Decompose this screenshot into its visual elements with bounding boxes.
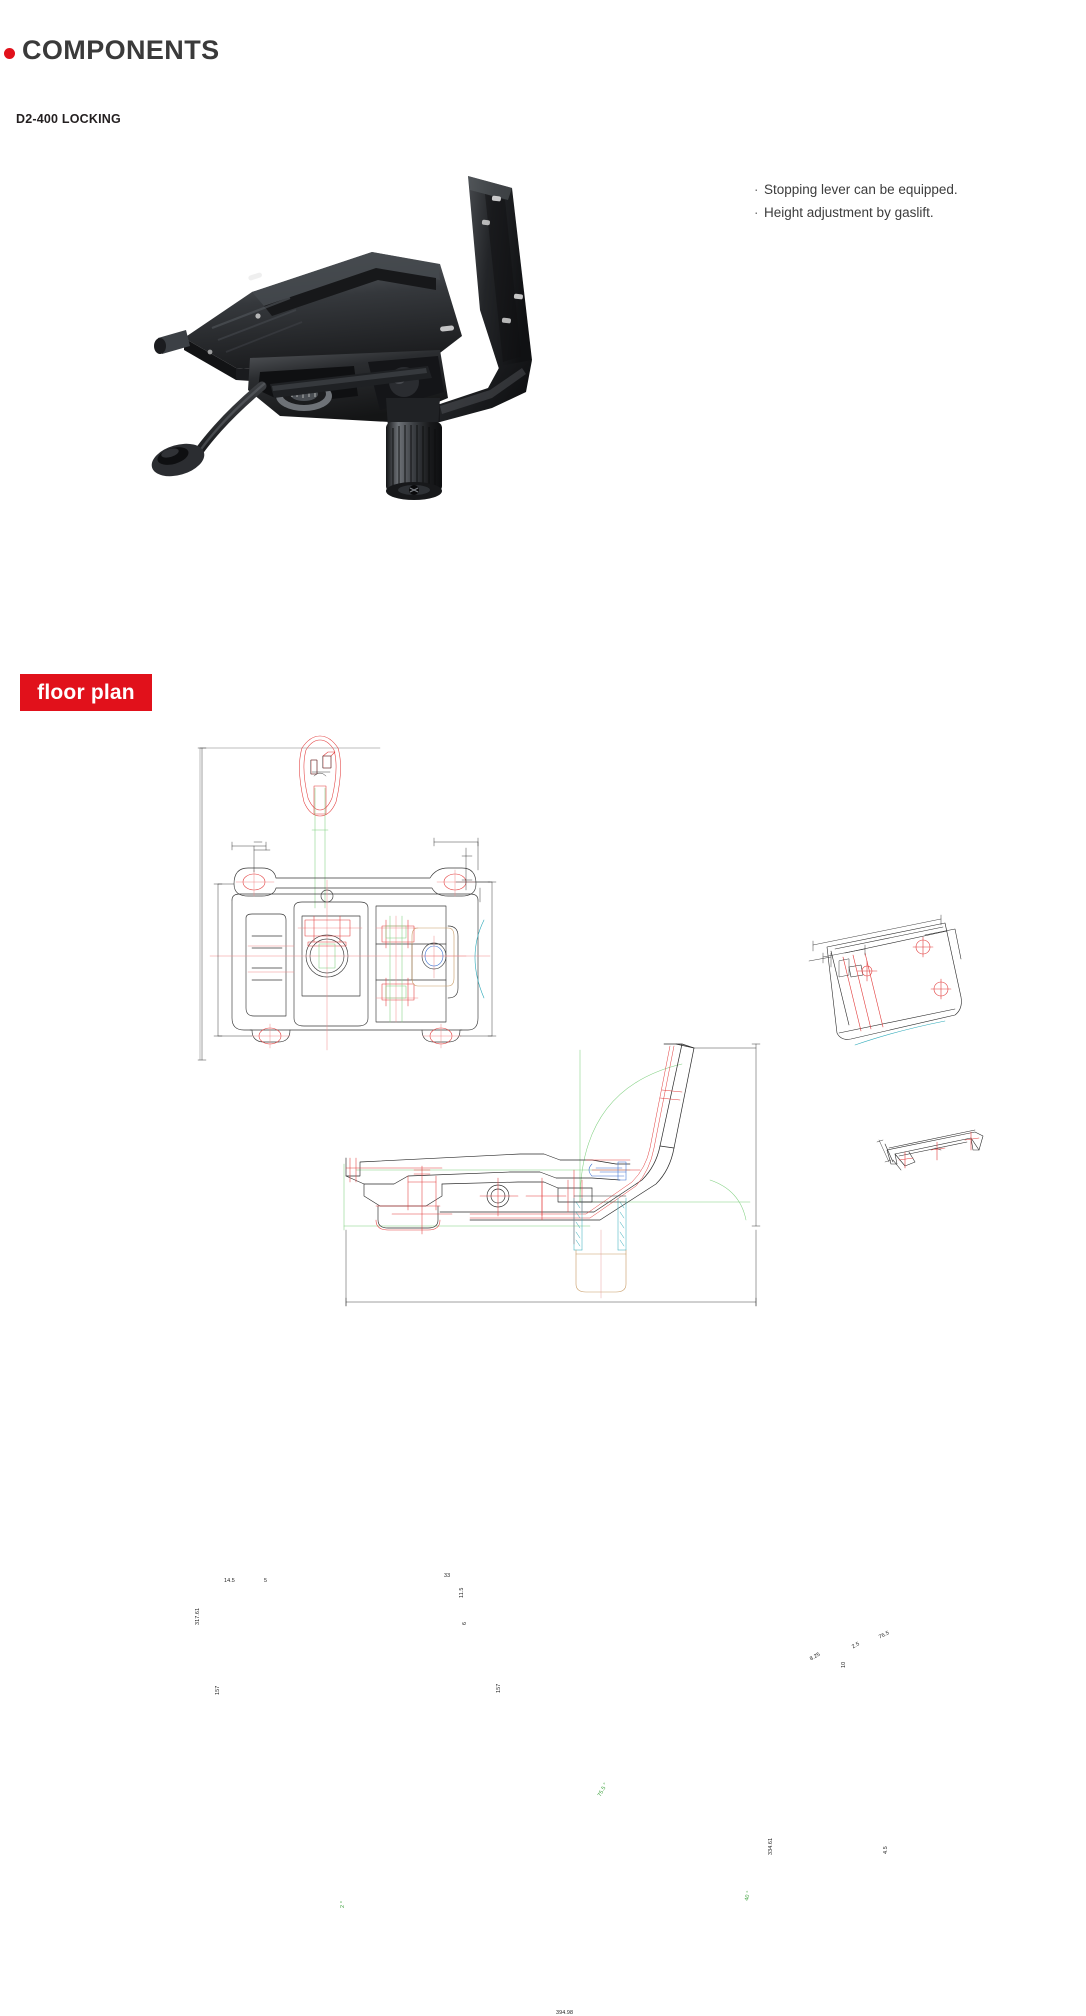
product-photo <box>140 160 560 510</box>
feature-list: · Stopping lever can be equipped. · Height… <box>754 178 1074 224</box>
dim-rail-step: 2.5 <box>851 1641 861 1651</box>
dim-top-left-boss-hole: 5 <box>264 1578 268 1584</box>
dim-rail-width: 76.5 <box>878 1630 891 1641</box>
product-model-subtitle: D2-400 LOCKING <box>16 112 121 126</box>
feature-bullet-icon: · <box>754 205 759 220</box>
dim-top-right-boss-offset: 11.5 <box>459 1587 465 1599</box>
page-title: COMPONENTS <box>22 35 220 65</box>
dim-top-overall-height: 317.61 <box>195 1607 201 1625</box>
top-view-drawing <box>190 730 510 1070</box>
feature-item-label: Height adjustment by gaslift. <box>764 205 934 220</box>
dim-top-right-width: 157 <box>496 1683 502 1693</box>
feature-bullet-icon: · <box>754 182 759 197</box>
floor-plan-badge: floor plan <box>20 674 152 711</box>
side-view-drawing <box>330 1030 780 1320</box>
dim-rail-thickness: 10 <box>841 1661 847 1668</box>
technical-drawings: 317.61 157 157 14.5 5 33 11.5 6 <box>0 720 1086 2016</box>
bracket-detail-drawing <box>875 1120 995 1180</box>
feature-item-label: Stopping lever can be equipped. <box>764 182 958 197</box>
dim-side-bracket-angle: 40 ° <box>744 1890 753 1902</box>
dim-rail-edge: 8.25 <box>809 1651 822 1663</box>
feature-item: · Stopping lever can be equipped. <box>754 178 1074 201</box>
dim-side-overall-height: 334.61 <box>768 1837 774 1855</box>
dim-side-back-angle: 75.5 ° <box>597 1781 610 1798</box>
dim-side-seat-tilt-angle: 2 ° <box>340 1901 346 1908</box>
page-header: COMPONENTS <box>0 30 1086 70</box>
gaslift-knob-part <box>386 398 442 500</box>
floor-plan-badge-label: floor plan <box>37 681 135 704</box>
feature-item: · Height adjustment by gaslift. <box>754 201 1074 224</box>
rail-detail-drawing <box>805 905 995 1075</box>
dim-side-overall-length: 394.98 <box>556 2010 574 2016</box>
dim-top-left-width: 157 <box>215 1685 221 1695</box>
dim-top-right-boss-span: 33 <box>444 1573 451 1579</box>
stopping-lever-part <box>151 381 267 477</box>
dim-top-left-boss-offset: 14.5 <box>224 1578 235 1584</box>
header-bullet-icon <box>4 48 15 59</box>
dim-top-right-boss-edge: 6 <box>462 1621 468 1625</box>
dim-bracket-thickness: 4.5 <box>883 1846 889 1854</box>
